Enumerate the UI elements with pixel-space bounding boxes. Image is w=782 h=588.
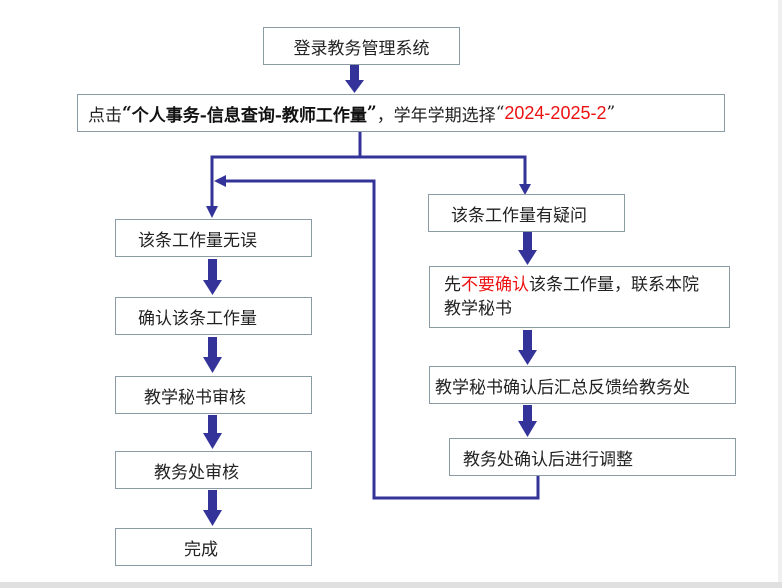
step-complete: 完成 (115, 528, 312, 566)
arrow-right-3 (518, 405, 537, 437)
arrow-login-to-click (345, 64, 364, 93)
quote-open: “ (122, 103, 132, 123)
branch-line-right (360, 155, 527, 186)
branch-arrowhead-left (206, 206, 218, 218)
arrow-left-4 (203, 490, 222, 526)
contact-suffix: 该条工作量，联系本院教学秘书 (444, 275, 699, 319)
branch-arrowhead-right (519, 184, 531, 195)
step-label: 完成 (184, 539, 218, 560)
step-office-review: 教务处审核 (115, 451, 312, 489)
step-label: 教学秘书确认后汇总反馈给教务处 (435, 377, 690, 398)
step-label: 教学秘书审核 (144, 387, 246, 408)
step-no-error: 该条工作量无误 (115, 219, 312, 257)
step-label: 确认该条工作量 (138, 308, 257, 329)
quote-close: ” (366, 103, 377, 123)
step-office-adjust: 教务处确认后进行调整 (449, 438, 736, 476)
term-value: 2024-2025-2 (504, 102, 607, 123)
arrow-left-1 (203, 259, 222, 295)
menu-path: 个人事务-信息查询-教师工作量 (131, 105, 367, 126)
step-secretary-review: 教学秘书审核 (115, 376, 312, 414)
step-question: 该条工作量有疑问 (428, 194, 625, 232)
arrow-left-2 (203, 337, 222, 373)
step-label: 教务处确认后进行调整 (463, 449, 633, 470)
step-click-menu: 点击“个人事务-信息查询-教师工作量”，学年学期选择“2024-2025-2” (77, 94, 725, 132)
arrow-right-1 (518, 232, 537, 265)
step-label: 该条工作量无误 (138, 230, 257, 251)
step-confirm: 确认该条工作量 (115, 297, 312, 335)
branch-line (210, 131, 362, 208)
quote-open-2: “ (495, 103, 505, 123)
click-middle: ，学年学期选择 (376, 105, 496, 126)
step-contact-secretary: 先不要确认该条工作量，联系本院教学秘书 (429, 266, 730, 328)
arrow-left-3 (203, 415, 222, 449)
feedback-loop-line (224, 179, 540, 500)
bottom-bar (0, 582, 782, 588)
step-label: 教务处审核 (154, 462, 239, 483)
click-prefix: 点击 (88, 105, 122, 126)
page-edge (778, 0, 782, 582)
feedback-arrowhead (214, 175, 226, 187)
contact-prefix: 先 (444, 275, 461, 295)
step-login: 登录教务管理系统 (263, 27, 460, 65)
step-label: 该条工作量有疑问 (451, 205, 587, 226)
quote-close-2: ” (606, 103, 616, 123)
arrow-right-2 (518, 330, 537, 365)
step-secretary-feedback: 教学秘书确认后汇总反馈给教务处 (429, 366, 736, 404)
contact-warning: 不要确认 (461, 275, 529, 295)
step-login-label: 登录教务管理系统 (293, 38, 430, 59)
